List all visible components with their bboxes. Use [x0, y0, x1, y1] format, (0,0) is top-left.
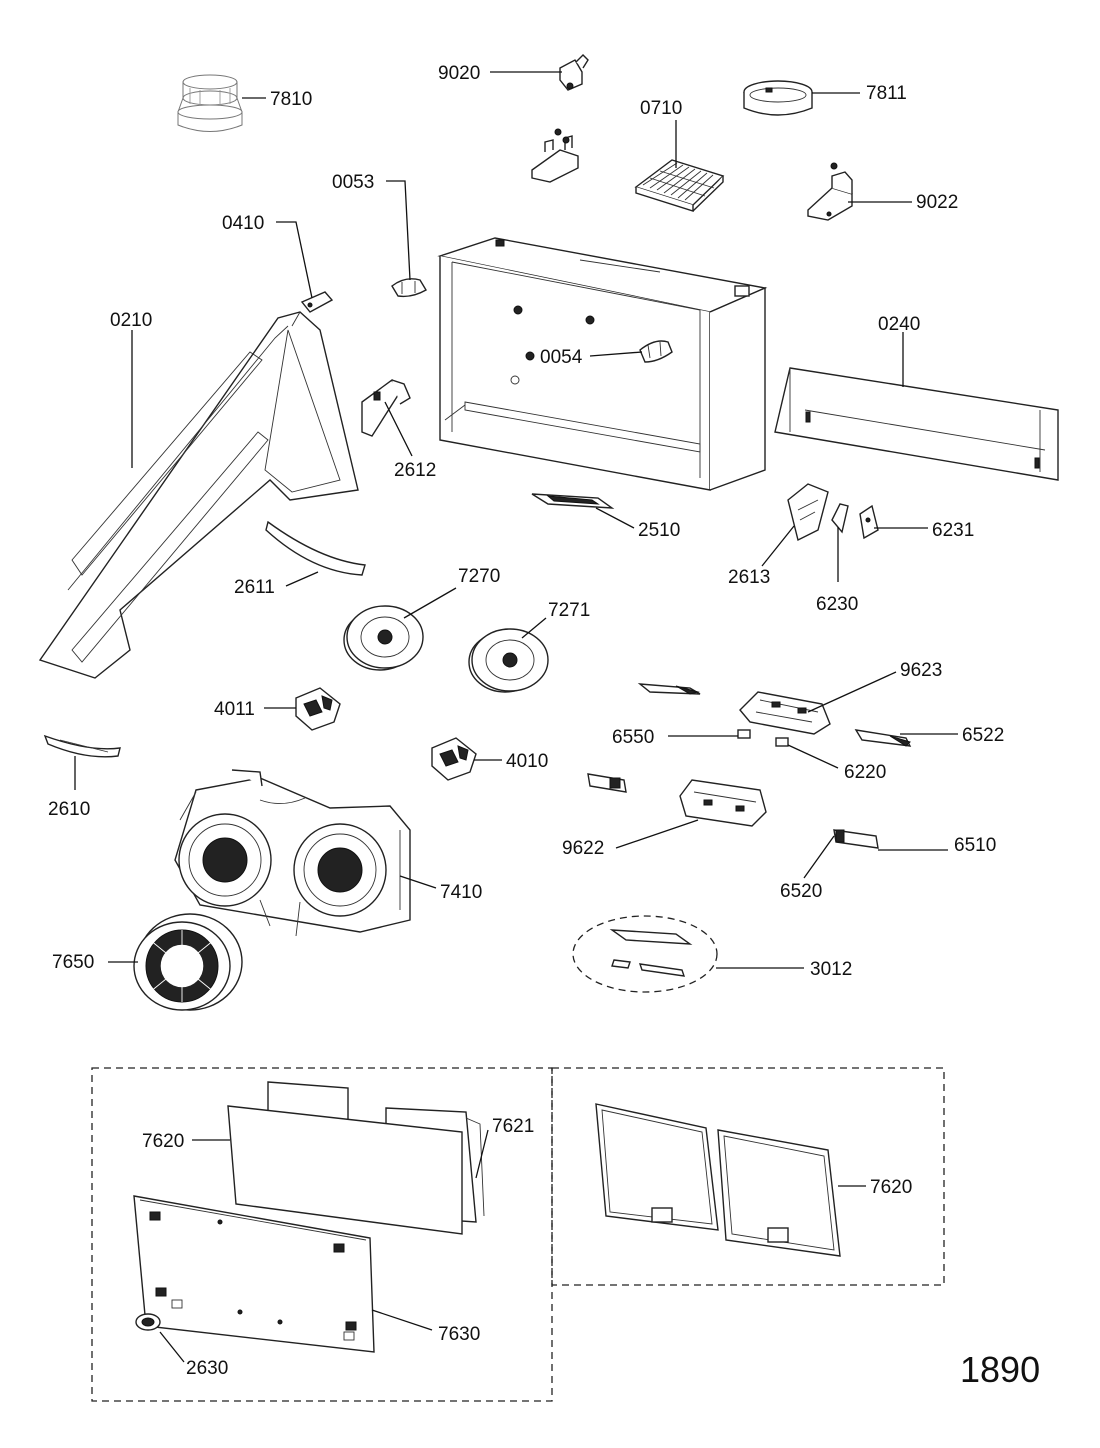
part-6220-clip [775, 737, 789, 747]
label-7650: 7650 [52, 952, 94, 973]
label-6220: 6220 [844, 762, 886, 783]
part-2613-bracket [787, 483, 829, 542]
label-9020: 9020 [438, 63, 480, 84]
part-2630-knob [135, 1313, 161, 1331]
label-0053: 0053 [332, 172, 374, 193]
label-2613: 2613 [728, 567, 770, 588]
label-6231: 6231 [932, 520, 974, 541]
part-7410-motor-housing [174, 769, 411, 937]
diagram-id: 1890 [960, 1349, 1040, 1390]
label-2612: 2612 [394, 460, 436, 481]
part-9622-power-supply [679, 779, 767, 827]
label-6520: 6520 [780, 881, 822, 902]
part-2612-bracket [361, 379, 411, 437]
part-0710-grille [634, 159, 725, 212]
part-6510-connector [833, 829, 879, 849]
label-0710: 0710 [640, 98, 682, 119]
part-9623-control-board [739, 691, 831, 735]
part-number-labels: 9020 7810 7811 0710 0053 9022 0410 0210 … [48, 63, 1040, 1390]
label-2510: 2510 [638, 520, 680, 541]
label-9623: 9623 [900, 660, 942, 681]
label-7620-filters: 7620 [870, 1177, 912, 1198]
part-6231-plate [859, 504, 879, 540]
part-2610-strip [43, 734, 121, 758]
part-0240-panel [774, 367, 1059, 481]
part-7271-fan-wheel [468, 628, 549, 693]
label-6230: 6230 [816, 594, 858, 615]
bottom-right-dashed-box [551, 1067, 945, 1286]
part-connector-left [587, 773, 627, 793]
label-3012: 3012 [810, 959, 852, 980]
part-7630-front-panel [133, 1195, 375, 1353]
part-2510-switch-plate [531, 493, 615, 509]
label-2630: 2630 [186, 1358, 228, 1379]
part-6522-sensor [854, 729, 912, 747]
label-9622: 9622 [562, 838, 604, 859]
label-0240: 0240 [878, 314, 920, 335]
label-6522: 6522 [962, 725, 1004, 746]
part-top-bracket-left [531, 128, 579, 183]
label-7270: 7270 [458, 566, 500, 587]
label-9022: 9022 [916, 192, 958, 213]
part-3012-kit [572, 915, 718, 993]
label-4010: 4010 [506, 751, 548, 772]
leader-lines [74, 71, 958, 1363]
label-7621: 7621 [492, 1116, 534, 1137]
label-7271: 7271 [548, 600, 590, 621]
part-0210-chimney-cover [38, 311, 359, 679]
label-2610: 2610 [48, 799, 90, 820]
part-0054-clip [639, 340, 673, 363]
part-9020-bracket [559, 54, 589, 91]
label-0054: 0054 [540, 347, 583, 368]
part-2611-strip [265, 520, 366, 576]
label-6550: 6550 [612, 727, 654, 748]
part-housing-box [437, 237, 768, 491]
part-sensor-upper [637, 683, 701, 695]
label-0210: 0210 [110, 310, 152, 331]
bottom-left-dashed-box [91, 1067, 553, 1402]
part-7620-glass-panel [227, 1105, 463, 1235]
part-9022-bracket [807, 162, 853, 221]
part-0410-clip [300, 291, 334, 313]
part-7620-grease-filters [595, 1103, 841, 1257]
label-2611: 2611 [234, 577, 275, 598]
label-7810: 7810 [270, 89, 312, 110]
part-0053-clip [391, 278, 427, 298]
part-7270-fan-wheel [343, 605, 424, 671]
part-4011-capacitor [295, 687, 341, 731]
label-7630: 7630 [438, 1324, 480, 1345]
part-7810-duct-connector [177, 74, 243, 132]
part-6230-contact [831, 503, 849, 534]
label-7410: 7410 [440, 882, 482, 903]
part-7650-carbon-filter [133, 913, 243, 1011]
label-4011: 4011 [214, 699, 255, 720]
part-6550-clip [737, 729, 751, 739]
label-7620-glass: 7620 [142, 1131, 184, 1152]
part-4010-capacitor [431, 737, 477, 781]
label-7811: 7811 [866, 83, 907, 104]
label-6510: 6510 [954, 835, 996, 856]
label-0410: 0410 [222, 213, 264, 234]
part-7811-collar [743, 80, 813, 116]
